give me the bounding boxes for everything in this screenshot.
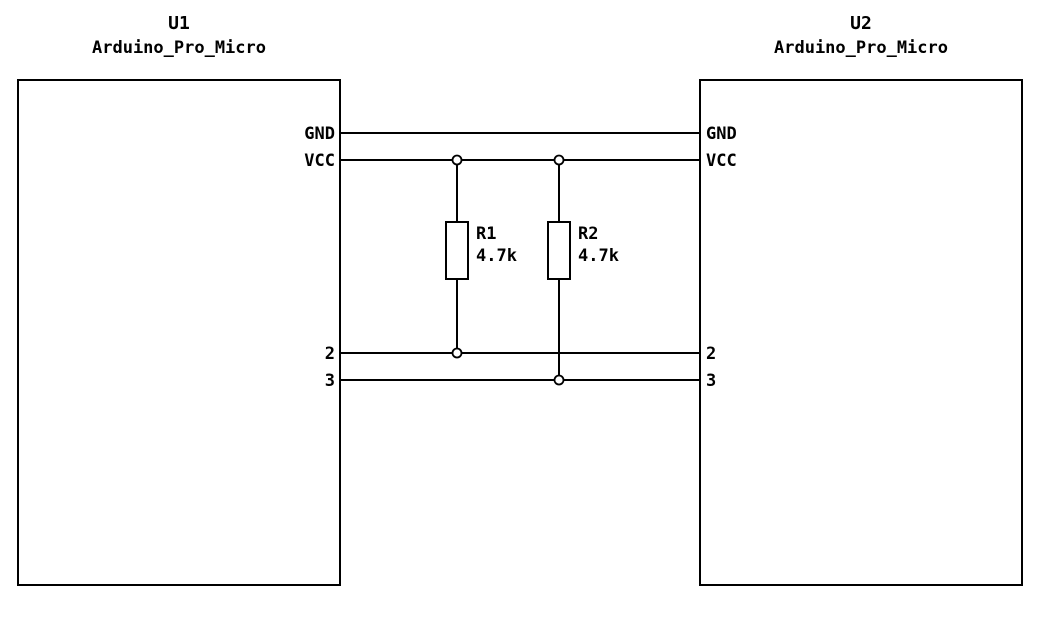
resistor-r2: R2 4.7k bbox=[547, 160, 619, 380]
component-u1-value: Arduino_Pro_Micro bbox=[92, 38, 266, 58]
component-u1-ref: U1 bbox=[168, 13, 190, 34]
u2-pin-label-gnd: GND bbox=[706, 124, 737, 144]
u2-pin-label-3: 3 bbox=[706, 371, 716, 391]
resistor-r1: R1 4.7k bbox=[445, 160, 517, 353]
u1-pin-label-3: 3 bbox=[325, 371, 335, 391]
r2-body bbox=[547, 221, 571, 280]
u1-pin-label-gnd: GND bbox=[304, 124, 335, 144]
component-u2: U2 Arduino_Pro_Micro GND VCC 2 3 bbox=[699, 13, 1023, 586]
u1-pin-label-2: 2 bbox=[325, 344, 335, 364]
component-u2-value: Arduino_Pro_Micro bbox=[774, 38, 948, 58]
junction-vcc-r2 bbox=[553, 154, 565, 166]
component-u1: U1 Arduino_Pro_Micro GND VCC 2 3 bbox=[17, 13, 341, 586]
u2-pin-label-vcc: VCC bbox=[706, 151, 737, 171]
r2-ref-label: R2 bbox=[578, 224, 598, 244]
component-u2-ref: U2 bbox=[850, 13, 872, 34]
wires bbox=[340, 132, 700, 381]
r2-value-label: 4.7k bbox=[578, 246, 619, 266]
r1-value-label: 4.7k bbox=[476, 246, 517, 266]
r1-ref-label: R1 bbox=[476, 224, 496, 244]
component-u2-body bbox=[699, 79, 1023, 586]
u2-pin-label-2: 2 bbox=[706, 344, 716, 364]
junction-net2-r1 bbox=[451, 347, 463, 359]
u1-pin-label-vcc: VCC bbox=[304, 151, 335, 171]
junction-vcc-r1 bbox=[451, 154, 463, 166]
r1-body bbox=[445, 221, 469, 280]
junction-net3-r2 bbox=[553, 374, 565, 386]
junctions bbox=[451, 154, 565, 386]
component-u1-body bbox=[17, 79, 341, 586]
